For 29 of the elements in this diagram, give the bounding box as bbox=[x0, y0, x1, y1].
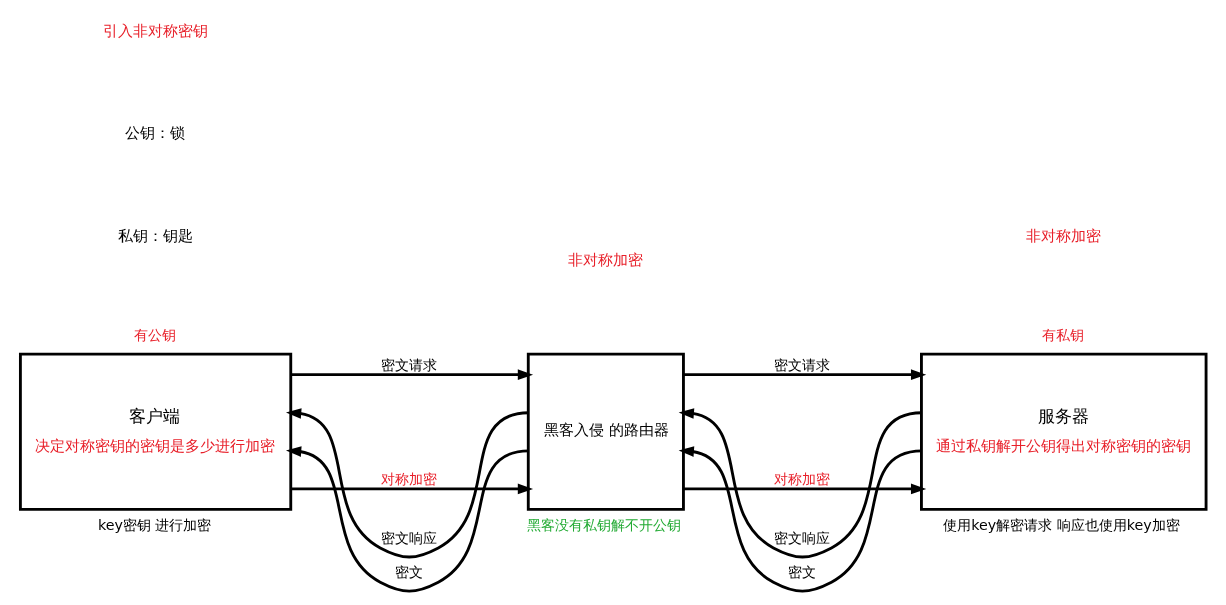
edge-label: 密文 bbox=[395, 563, 424, 580]
arrow bbox=[285, 445, 529, 593]
edge-label: 密文响应 bbox=[381, 529, 438, 546]
node-label: 有私钥 bbox=[1041, 326, 1084, 343]
label: 非对称加密 bbox=[568, 250, 644, 269]
arrow bbox=[682, 483, 927, 494]
node-label: 有公钥 bbox=[133, 326, 176, 343]
edge-label: 对称加密 bbox=[774, 470, 831, 487]
node-box: 服务器 通过私钥解开公钥得出对称密钥的密钥 bbox=[920, 352, 1208, 511]
node-label: key密钥 进行加密 bbox=[97, 516, 212, 533]
edge-label: 密文响应 bbox=[774, 529, 831, 546]
edge-label: 密文请求 bbox=[381, 356, 438, 373]
label: 私钥：钥匙 bbox=[117, 226, 193, 245]
edge-label: 密文请求 bbox=[774, 356, 831, 373]
arrow bbox=[290, 483, 534, 494]
label: 引入非对称密钥 bbox=[102, 21, 208, 40]
arrow bbox=[290, 368, 534, 380]
label: 公钥：锁 bbox=[125, 123, 186, 142]
arrow bbox=[285, 407, 529, 558]
edge-label: 密文 bbox=[788, 563, 817, 580]
node-label: 黑客没有私钥解不开公钥 bbox=[526, 516, 681, 533]
arrow bbox=[678, 445, 923, 593]
node-label: 使用key解密请求 响应也使用key加密 bbox=[943, 516, 1180, 533]
edge-label: 对称加密 bbox=[381, 470, 438, 487]
node-box: 客户端 决定对称密钥的密钥是多少进行加密 bbox=[18, 352, 293, 511]
node-box: 黑客入侵 的路由器 bbox=[526, 352, 685, 511]
arrow bbox=[682, 368, 927, 380]
arrow bbox=[678, 407, 923, 558]
label: 非对称加密 bbox=[1026, 226, 1102, 245]
